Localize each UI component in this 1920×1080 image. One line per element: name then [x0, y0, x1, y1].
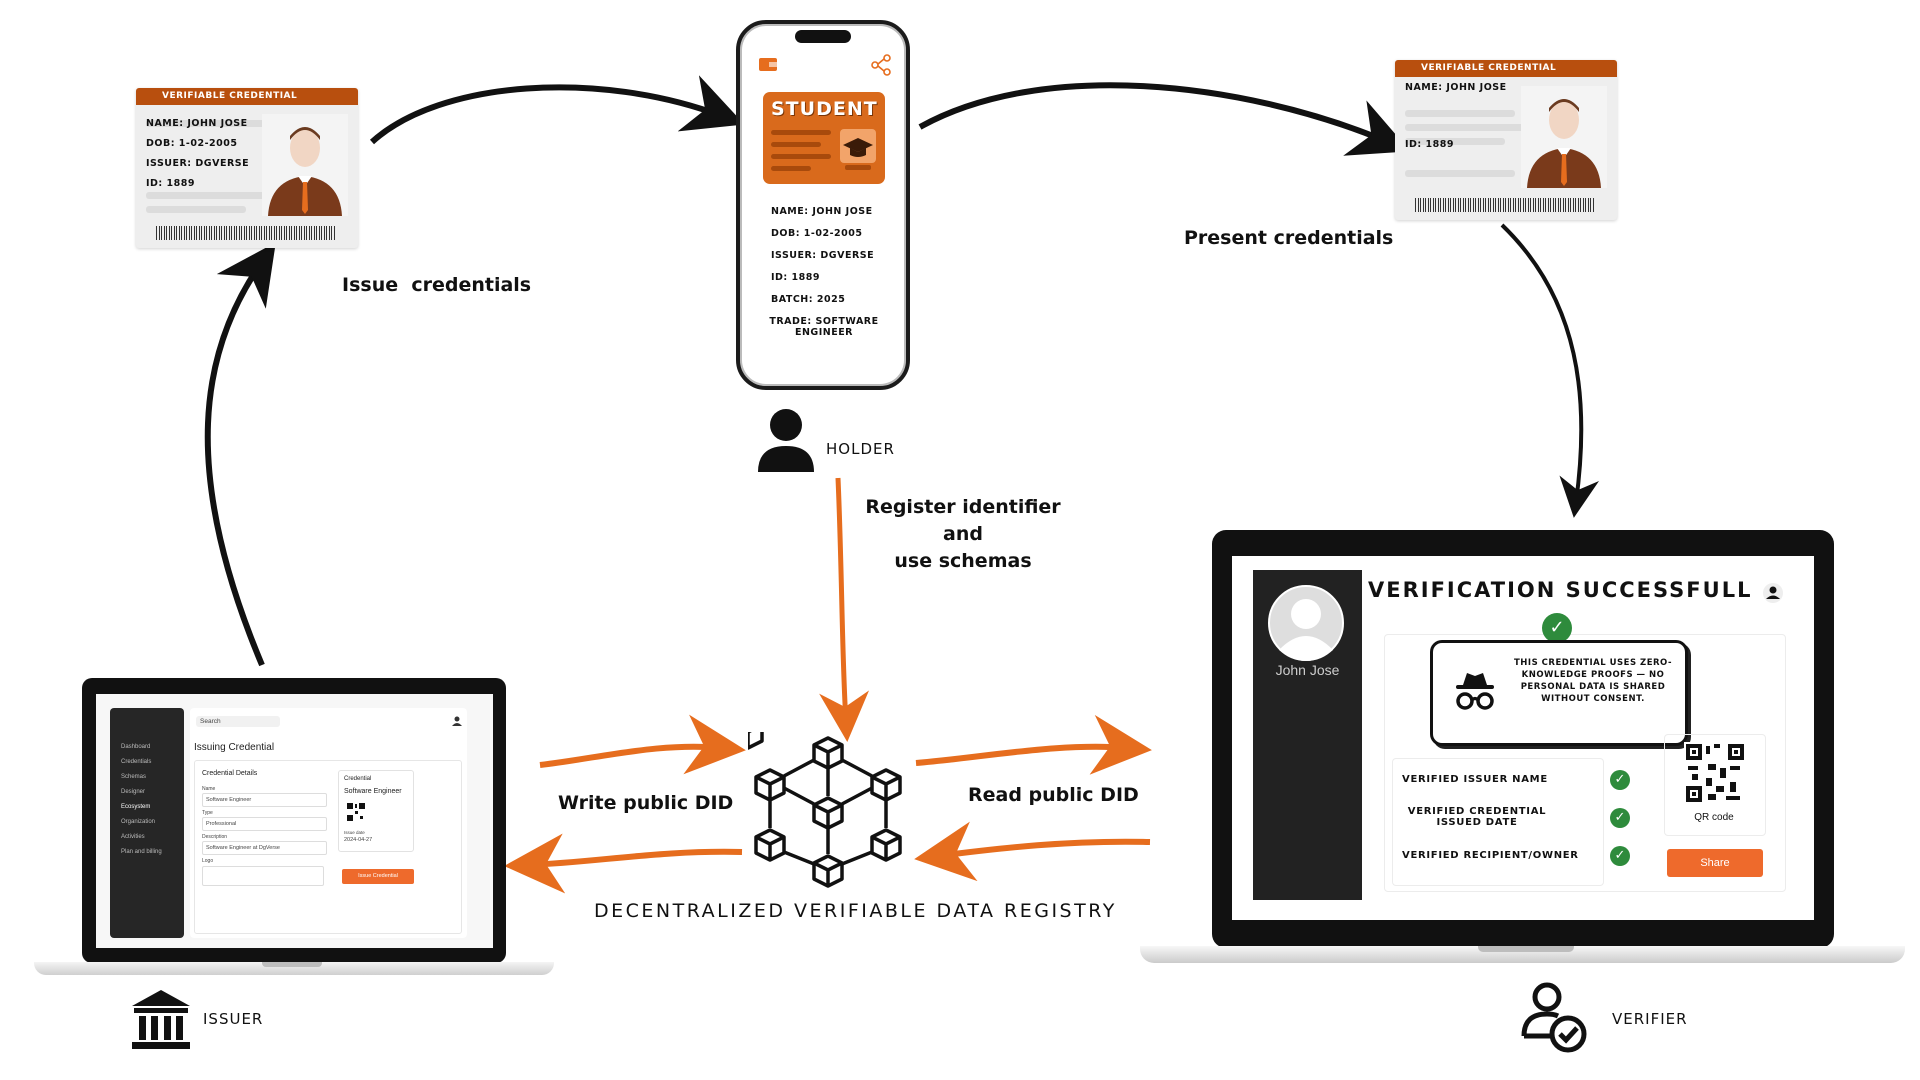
credential-card-presented: VERIFIABLE CREDENTIAL NAME: JOHN JOSE ID… [1395, 60, 1617, 220]
page-title: Issuing Credential [194, 742, 275, 753]
description-label: Description [202, 834, 228, 840]
person-photo-icon [262, 114, 348, 216]
verification-title: VERIFICATION SUCCESSFULL [1368, 578, 1753, 602]
holder-phone: STUDENT NAME: JOHN JOSE DOB: 1-02-2005 I… [736, 20, 910, 390]
card-name: NAME: JOHN JOSE [1405, 82, 1507, 93]
verified-user-icon [1521, 982, 1587, 1053]
issue-credential-button[interactable]: Issue Credential [342, 869, 414, 884]
nav-schemas[interactable]: Schemas [121, 774, 147, 780]
issue-date-label: Issue date [344, 830, 365, 835]
user-name: John Jose [1275, 662, 1340, 678]
card-name: NAME: JOHN JOSE [146, 118, 248, 129]
arrow-holder-to-registry [819, 477, 870, 742]
arrow-phone-to-card [918, 82, 1411, 156]
arrow-registry-to-issuer [504, 833, 743, 894]
verification-panel [1384, 634, 1786, 892]
search-input[interactable]: Search [196, 716, 280, 727]
nav-activities[interactable]: Activities [121, 834, 145, 840]
arrow-card-to-verifier [1500, 223, 1600, 518]
nav-ecosystem[interactable]: Ecosystem [121, 804, 151, 810]
card-issuer: ISSUER: DGVERSE [146, 158, 250, 169]
check-icon: ✓ [1610, 808, 1630, 828]
read-did-label: Read public DID [968, 784, 1139, 806]
phone-trade: TRADE: SOFTWARE ENGINEER [769, 316, 879, 338]
phone-issuer: ISSUER: DGVERSE [771, 250, 875, 261]
graduation-cap-icon [840, 129, 876, 170]
arrow-issuer-to-card [204, 242, 276, 667]
verified-issuer-row: VERIFIED ISSUER NAME [1402, 774, 1548, 785]
registry-label: DECENTRALIZED VERIFIABLE DATA REGISTRY [594, 900, 1117, 922]
wallet-icon [759, 58, 777, 71]
issuer-main: Search Issuing Credential Credential Det… [190, 708, 467, 938]
logo-label: Logo [202, 858, 214, 864]
phone-dob: DOB: 1-02-2005 [771, 228, 863, 239]
barcode [1415, 198, 1595, 212]
arrow-write-did [539, 714, 746, 775]
qr-code-icon [346, 802, 366, 822]
arrow-read-did [915, 714, 1152, 775]
qr-code-icon [1684, 742, 1746, 804]
card-dob: DOB: 1-02-2005 [146, 138, 238, 149]
check-icon: ✓ [1610, 846, 1630, 866]
logo-upload[interactable] [202, 866, 324, 886]
incognito-icon [1456, 673, 1494, 710]
share-button[interactable]: Share [1667, 849, 1763, 877]
issuer-sidebar: Dashboard Credentials Schemas Designer E… [110, 708, 184, 938]
nav-plan-billing[interactable]: Plan and billing [121, 849, 162, 855]
preview-name: Software Engineer [344, 788, 402, 795]
type-label: Type [202, 810, 213, 816]
section-title: Credential Details [202, 770, 258, 777]
issue-credentials-label: Issue credentials [342, 274, 532, 296]
zkp-notice: THIS CREDENTIAL USES ZERO-KNOWLEDGE PROO… [1430, 640, 1688, 746]
type-select[interactable]: Professional [202, 817, 327, 831]
verified-owner-row: VERIFIED RECIPIENT/OWNER [1402, 850, 1579, 861]
phone-batch: BATCH: 2025 [771, 294, 846, 305]
phone-notch [795, 30, 851, 43]
nav-organization[interactable]: Organization [121, 819, 156, 825]
phone-id: ID: 1889 [771, 272, 820, 283]
issuer-label: ISSUER [203, 1010, 264, 1028]
user-profile-icon[interactable] [1762, 582, 1784, 604]
verified-date-row: VERIFIED CREDENTIAL ISSUED DATE [1407, 806, 1547, 828]
card-band: VERIFIABLE CREDENTIAL [1395, 60, 1617, 77]
arrow-verifier-to-registry [914, 821, 1151, 882]
success-check-icon: ✓ [1542, 613, 1572, 643]
nav-designer[interactable]: Designer [121, 789, 146, 795]
card-band: VERIFIABLE CREDENTIAL [136, 88, 358, 105]
phone-name: NAME: JOHN JOSE [771, 206, 873, 217]
bank-building-icon [132, 990, 190, 1049]
check-icon: ✓ [1610, 770, 1630, 790]
verifier-label: VERIFIER [1612, 1010, 1688, 1028]
card-id: ID: 1889 [146, 178, 195, 189]
card-id: ID: 1889 [1405, 139, 1454, 150]
name-field[interactable]: Software Engineer [202, 793, 327, 807]
arrow-card-to-phone [369, 75, 745, 145]
write-did-label: Write public DID [558, 792, 734, 814]
share-icon[interactable] [870, 54, 892, 76]
present-credentials-label: Present credentials [1184, 227, 1394, 249]
blockchain-network-icon [748, 732, 902, 888]
qr-code-label: QR code [1694, 812, 1734, 823]
zkp-text: THIS CREDENTIAL USES ZERO-KNOWLEDGE PROO… [1514, 658, 1672, 704]
nav-dashboard[interactable]: Dashboard [121, 744, 151, 750]
verifier-sidebar: John Jose [1253, 570, 1362, 900]
student-badge: STUDENT [771, 98, 878, 120]
register-identifier-label: Register identifier and use schemas [865, 496, 1061, 572]
user-avatar-icon [1268, 585, 1344, 661]
nav-credentials[interactable]: Credentials [121, 759, 152, 765]
name-label: Name [202, 786, 216, 792]
person-photo-icon [1521, 86, 1607, 188]
barcode [156, 226, 336, 240]
credential-card-issued: VERIFIABLE CREDENTIAL NAME: JOHN JOSE DO… [136, 88, 358, 248]
user-avatar-icon[interactable] [452, 716, 462, 726]
holder-person-icon [758, 409, 814, 472]
issue-date: 2024-04-27 [344, 837, 373, 843]
student-card: STUDENT [763, 92, 885, 184]
description-field[interactable]: Software Engineer at DgVerse [202, 841, 327, 855]
preview-title: Credential [344, 776, 372, 782]
holder-label: HOLDER [826, 440, 895, 458]
